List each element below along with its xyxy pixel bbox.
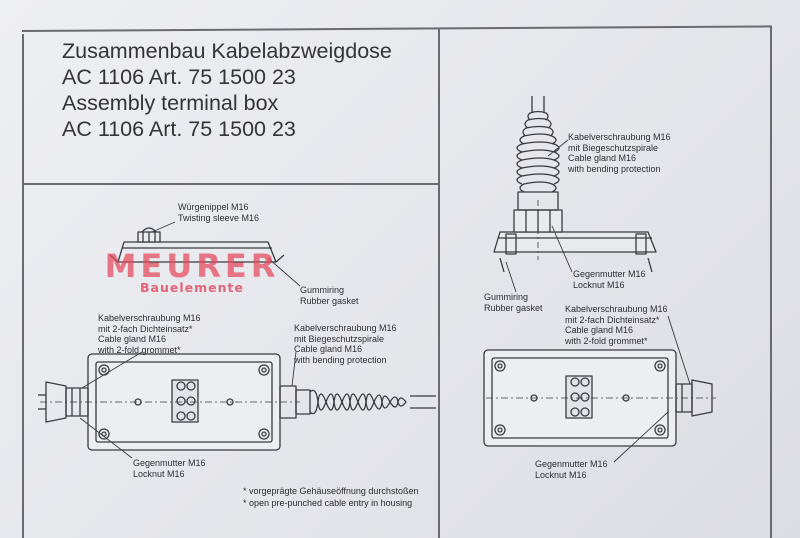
border-right: [770, 26, 772, 538]
label-locknut-left: Gegenmutter M16 Locknut M16: [133, 458, 206, 479]
right-leader-lines: [505, 139, 691, 463]
title-line-2: AC 1106 Art. 75 1500 23: [62, 65, 296, 89]
logo-wordmark: MEURER: [104, 247, 280, 285]
left-lid-side-view: [109, 227, 285, 263]
footnote-german: * vorgeprägte Gehäuseöffnung durchstoßen: [243, 486, 419, 496]
label-rubber-gasket-right: Gummiring Rubber gasket: [484, 292, 543, 313]
right-lid-side-view: [493, 96, 657, 273]
title-line-4: AC 1106 Art. 75 1500 23: [62, 117, 296, 141]
left-box-top-view: [38, 353, 436, 451]
right-box-top-view: [483, 349, 716, 447]
label-rubber-gasket-left: Gummiring Rubber gasket: [300, 285, 359, 306]
footnote-english: * open pre-punched cable entry in housin…: [243, 497, 413, 508]
logo-subline: Bauelemente: [140, 280, 244, 295]
footnote: * vorgeprägte Gehäuseöffnung durchstoßen…: [243, 486, 418, 509]
label-cable-gland-grommet-left: Kabelverschraubung M16 mit 2-fach Dichte…: [98, 313, 201, 355]
label-cable-gland-grommet-right: Kabelverschraubung M16 mit 2-fach Dichte…: [565, 304, 668, 346]
border-left: [22, 34, 24, 538]
title-line-1: Zusammenbau Kabelabzweigdose: [62, 39, 392, 63]
label-locknut-right-bottom: Gegenmutter M16 Locknut M16: [535, 459, 608, 480]
label-cable-gland-spiral-left: Kabelverschraubung M16 mit Biegeschutzsp…: [294, 323, 397, 365]
label-twisting-sleeve: Würgenippel M16 Twisting sleeve M16: [178, 202, 260, 223]
divider-vertical: [438, 28, 440, 538]
left-leader-lines: [79, 221, 301, 459]
divider-horizontal: [22, 183, 438, 185]
assembly-title: Zusammenbau Kabelabzweigdose AC 1106 Art…: [62, 38, 392, 142]
meurer-logo: MEURER Bauelemente: [94, 250, 290, 300]
label-locknut-right-top: Gegenmutter M16 Locknut M16: [573, 269, 646, 290]
label-cable-gland-spiral-right: Kabelverschraubung M16 mit Biegeschutzsp…: [568, 132, 671, 174]
title-line-3: Assembly terminal box: [62, 91, 279, 115]
